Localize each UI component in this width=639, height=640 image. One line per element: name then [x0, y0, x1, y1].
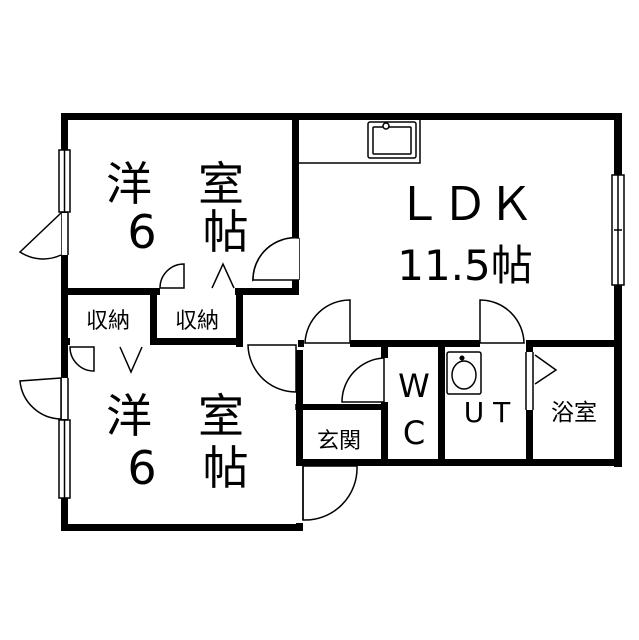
door-wc: [341, 357, 389, 403]
washbasin-icon: [446, 351, 482, 395]
ldk-name: ＬＤＫ: [396, 177, 534, 231]
door-bedroom-top-ldk: [252, 237, 301, 282]
door-storage-bottom: [69, 336, 150, 374]
kitchen-sink-icon: [367, 121, 417, 159]
doors: [18, 212, 558, 523]
wc-label-c: C: [403, 414, 425, 452]
window-ldk: [611, 174, 625, 286]
ldk-size: 11.5帖: [397, 241, 533, 290]
door-entrance: [294, 465, 358, 523]
door-bedroom-bottom-exterior: [19, 377, 70, 420]
door-bedroom-bottom-hall: [243, 338, 298, 393]
labels: 洋 室 6 帖 ＬＤＫ 11.5帖 収納 収納 洋 室 6 帖 玄関 W C U…: [86, 157, 597, 495]
wc-label-w: W: [398, 367, 430, 405]
door-ldk-utility: [479, 299, 526, 349]
bedroom-top-size: 6 帖: [127, 205, 248, 259]
bedroom-bottom-name: 洋 室: [106, 389, 244, 443]
door-ldk-hall: [304, 299, 351, 349]
entrance-label: 玄関: [317, 429, 361, 454]
window-bedroom-top: [58, 149, 71, 213]
door-bath: [524, 352, 558, 410]
door-storage-top: [159, 262, 235, 295]
storage-right-label: 収納: [175, 309, 219, 334]
utility-label: U T: [464, 396, 511, 429]
bedroom-bottom-size: 6 帖: [127, 441, 248, 495]
thin-lines: [295, 120, 421, 467]
door-bedroom-top-exterior: [18, 212, 70, 260]
fixtures: [367, 121, 482, 395]
bath-label: 浴室: [551, 400, 597, 426]
windows: [58, 149, 625, 499]
storage-left-label: 収納: [86, 309, 130, 334]
bedroom-top-name: 洋 室: [106, 157, 244, 211]
window-bedroom-bottom: [58, 419, 71, 499]
